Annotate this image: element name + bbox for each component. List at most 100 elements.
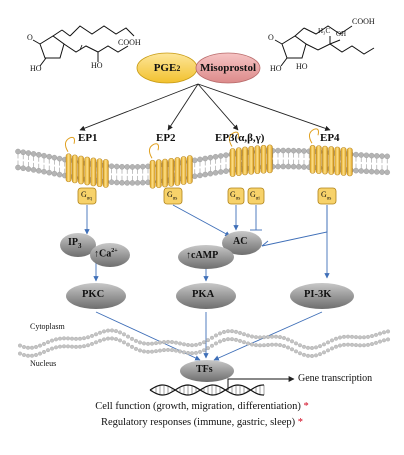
envelope-bead — [382, 338, 386, 343]
envelope-bead — [50, 346, 54, 351]
receptor-helix — [102, 159, 109, 188]
envelope-bead — [22, 345, 26, 349]
envelope-bead — [138, 348, 142, 353]
lipid-head — [124, 180, 130, 186]
envelope-bead — [158, 348, 162, 353]
lipid-head — [358, 168, 364, 174]
receptor-helix — [248, 146, 255, 175]
envelope-bead — [82, 336, 86, 341]
envelope-bead — [314, 345, 318, 350]
g-alpha-q-box — [77, 187, 97, 205]
envelope-bead — [234, 337, 238, 342]
receptor-helix — [84, 156, 91, 186]
lipid-head — [108, 163, 115, 169]
envelope-bead — [262, 343, 266, 348]
calcium-label: ↑Ca2+ — [94, 248, 118, 259]
envelope-bead — [254, 343, 258, 348]
miso-chem-ch3: H₃C — [318, 27, 331, 35]
envelope-bead — [246, 333, 250, 338]
envelope-bead — [294, 349, 298, 354]
envelope-bead — [274, 334, 278, 339]
envelope-bead — [270, 342, 274, 347]
receptor-helix — [90, 157, 97, 187]
pge2-chem-cooh: COOH — [118, 38, 141, 47]
lipid-head — [56, 171, 63, 178]
envelope-bead — [226, 329, 230, 334]
envelope-bead — [246, 341, 250, 346]
lipid-head — [20, 149, 26, 155]
envelope-bead — [178, 341, 182, 346]
envelope-bead — [198, 341, 202, 346]
envelope-bead — [342, 334, 346, 339]
receptor-helix — [260, 144, 267, 174]
envelope-bead — [262, 335, 266, 340]
lipid-head — [353, 151, 359, 158]
envelope-bead — [126, 342, 130, 347]
calcium-superscript: 2+ — [111, 248, 118, 254]
outcome-line-1: Cell function (growth, migration, differ… — [0, 401, 404, 412]
outcome-text-2: Regulatory responses (immune, gastric, s… — [100, 417, 296, 428]
envelope-bead — [330, 346, 334, 351]
envelope-bead — [278, 335, 282, 340]
envelope-bead — [366, 334, 370, 339]
pge2-text: PGE — [153, 62, 177, 74]
envelope-bead — [18, 343, 22, 348]
envelope-bead — [110, 328, 114, 333]
lipid-head — [51, 154, 58, 161]
lipid-head — [46, 169, 52, 176]
envelope-bead — [206, 338, 210, 343]
lipid-head — [202, 155, 208, 162]
envelope-bead — [194, 350, 198, 355]
envelope-bead — [378, 339, 382, 344]
receptor-label-ep1: EP1 — [78, 132, 98, 144]
envelope-bead — [206, 346, 210, 351]
envelope-bead — [222, 338, 226, 342]
envelope-bead — [314, 353, 318, 358]
envelope-bead — [66, 344, 70, 349]
envelope-bead — [222, 330, 226, 334]
miso-chem-cooh: COOH — [352, 17, 375, 26]
receptor-ep2 — [148, 143, 193, 189]
g-alpha-i-box-ep3 — [247, 187, 265, 205]
receptor-n-terminus — [228, 131, 239, 147]
envelope-bead — [174, 340, 178, 345]
miso-chem-ho2: HO — [296, 62, 308, 71]
envelope-bead — [210, 343, 214, 348]
g-alpha-s-main-ep3: G — [230, 190, 236, 199]
lipid-head — [108, 179, 115, 185]
envelope-bead — [150, 349, 154, 354]
g-protein-layer — [77, 187, 337, 205]
lipid-head — [119, 164, 125, 170]
envelope-bead — [34, 352, 38, 357]
g-alpha-s-sub-ep2: αs — [172, 196, 178, 202]
envelope-bead — [86, 343, 90, 348]
envelope-bead — [306, 353, 310, 358]
receptor-helix — [168, 158, 175, 187]
g-alpha-s-main-ep2: G — [167, 190, 173, 199]
envelope-bead — [42, 349, 46, 354]
gray-node-layer — [60, 231, 354, 382]
lipid-head — [114, 163, 120, 170]
drug-to-receptor-arrows — [79, 83, 331, 131]
g-alpha-q-main: G — [81, 190, 87, 199]
envelope-bead — [94, 332, 98, 337]
g-alpha-s-sub-ep3: αs — [235, 196, 241, 202]
envelope-bead — [70, 344, 74, 349]
receptor-helix — [149, 159, 156, 189]
envelope-bead — [158, 340, 162, 345]
envelope-bead — [382, 330, 386, 335]
envelope-bead — [110, 336, 114, 341]
envelope-bead — [166, 347, 170, 352]
envelope-bead — [154, 341, 158, 346]
lipid-head — [212, 154, 219, 160]
envelope-bead — [114, 337, 118, 342]
envelope-bead — [102, 337, 106, 342]
envelope-bead — [30, 353, 34, 358]
lipid-head — [192, 157, 198, 164]
envelope-bead — [30, 345, 34, 350]
envelope-bead — [78, 344, 82, 349]
envelope-bead — [358, 343, 362, 348]
envelope-bead — [378, 331, 382, 336]
gene-transcription-label: Gene transcription — [298, 373, 373, 384]
dna-strand-2 — [149, 384, 265, 396]
